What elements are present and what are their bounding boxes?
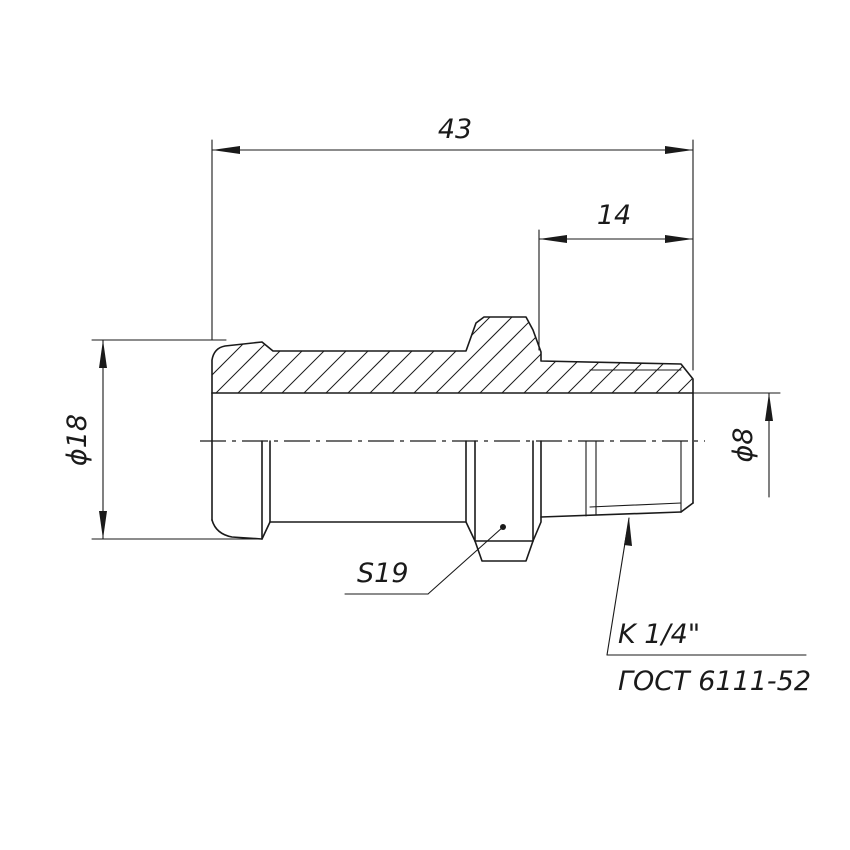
dimension-bore-diameter	[692, 392, 781, 498]
dimension-outer-diameter	[91, 339, 263, 540]
dimension-thread-length	[538, 229, 694, 351]
dimension-overall-length	[211, 139, 694, 371]
hex-size-label: S19	[357, 558, 409, 589]
thread-standard-label: ГОСТ 6111-52	[618, 666, 811, 697]
section-hatching	[212, 317, 693, 393]
part-outline-upper	[211, 316, 694, 394]
dimension-overall-length-label: 43	[438, 114, 472, 145]
dimension-bore-diameter-label: ϕ8	[728, 428, 759, 463]
leader-hex-size	[344, 524, 506, 595]
dimension-thread-length-label: 14	[597, 200, 631, 231]
thread-designation-label: K 1/4"	[618, 619, 700, 650]
leader-thread	[606, 517, 807, 656]
dimension-outer-diameter-label: ϕ18	[62, 414, 93, 466]
part-outline-lower	[211, 392, 694, 562]
